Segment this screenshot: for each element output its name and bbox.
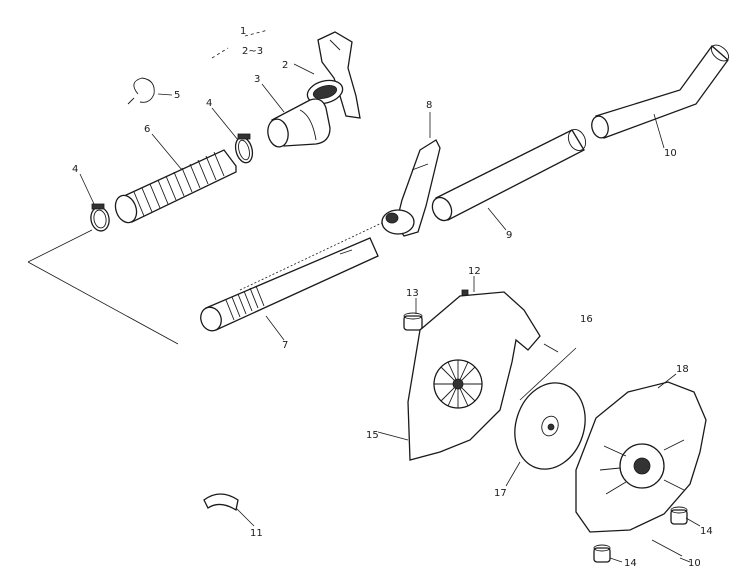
callout-4-lower: 4	[72, 164, 78, 175]
callout-10-pipe: 10	[664, 148, 677, 159]
part-13-bushing	[403, 312, 423, 331]
leader-lines	[79, 63, 701, 563]
part-17-impeller	[514, 382, 586, 470]
part-3-elbow-tube	[267, 98, 331, 148]
part-16-screw	[519, 343, 577, 401]
callout-10-screw: 10	[688, 558, 701, 569]
callout-8: 8	[426, 100, 432, 111]
callout-3: 3	[254, 74, 260, 85]
assembly-reference-lines	[27, 219, 389, 345]
part-5-clip	[127, 77, 155, 105]
callout-2-3-top: 2~3	[242, 46, 263, 57]
callout-4-upper: 4	[206, 98, 212, 109]
callout-7: 7	[282, 340, 288, 351]
part-11-strap	[203, 493, 239, 512]
callout-13: 13	[406, 288, 419, 299]
callout-18: 18	[676, 364, 689, 375]
part-6-flex-hose	[114, 149, 237, 224]
callout-6: 6	[144, 124, 150, 135]
callout-14-b: 14	[624, 558, 637, 569]
part-10-screw	[651, 539, 683, 557]
callout-14-a: 14	[700, 526, 713, 537]
top-reference-marks	[211, 29, 269, 59]
part-14-grommet-a	[670, 506, 688, 525]
part-4-clamp-upper	[234, 133, 254, 164]
callout-17: 17	[494, 488, 507, 499]
callout-12: 12	[468, 266, 481, 277]
part-2-elbow	[306, 31, 361, 119]
part-10-nozzle-pipe	[591, 44, 730, 139]
part-7-lower-tube	[200, 237, 379, 332]
part-15-fan-housing	[407, 291, 541, 461]
callout-9: 9	[506, 230, 512, 241]
part-14-grommet-b	[593, 544, 611, 563]
part-8-throttle-handle	[381, 139, 441, 237]
callout-labels: 1 2~3 2 3 5 4 6 4 8 10 9 7 12 13 16 15 1…	[72, 26, 713, 569]
callout-16: 16	[580, 314, 593, 325]
callout-2: 2	[282, 60, 288, 71]
callout-1-top: 1	[240, 26, 246, 37]
callout-11: 11	[250, 528, 263, 539]
part-18-rear-housing	[575, 381, 707, 533]
part-9-middle-pipe	[431, 129, 587, 222]
callout-5: 5	[174, 90, 180, 101]
callout-15: 15	[366, 430, 379, 441]
part-4-clamp-lower	[90, 203, 110, 232]
